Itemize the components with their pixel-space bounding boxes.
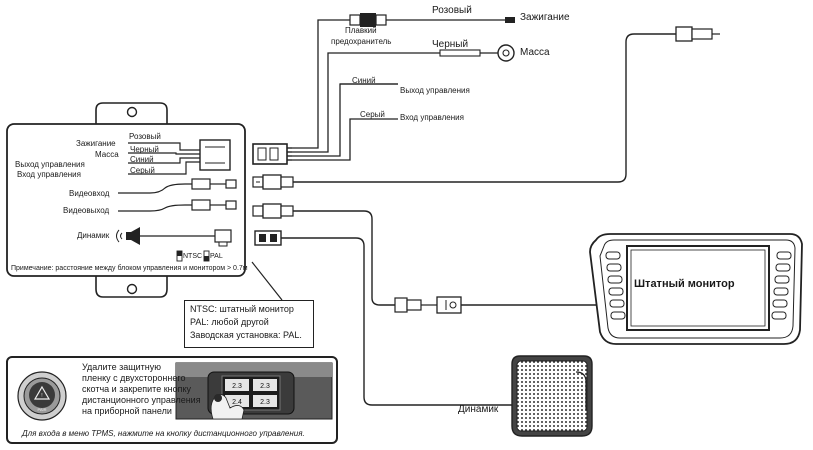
remote-button-icon: ! PAIR bbox=[17, 371, 67, 421]
label-video-in: Видеовход bbox=[69, 189, 110, 198]
tip-footer: Для входа в меню TPMS, нажмите на кнопку… bbox=[22, 429, 305, 438]
tip-line-1: Удалите защитную bbox=[82, 362, 161, 372]
label-speaker-out: Динамик bbox=[77, 231, 110, 240]
settings-line-1: NTSC: штатный монитор bbox=[190, 304, 294, 314]
settings-line-2: PAL: любой другой bbox=[190, 317, 269, 327]
install-tip-panel: ! PAIR 2.3 2.3 2.4 2.3 Удалите защитную … bbox=[6, 356, 338, 444]
screen-value-1: 2.3 bbox=[232, 383, 242, 390]
label-harness-ignition: Зажигание bbox=[520, 12, 570, 23]
label-fuse-1: Плавкий bbox=[345, 26, 377, 35]
remote-button-label: PAIR bbox=[37, 407, 46, 412]
label-harness-gray: Серый bbox=[360, 110, 385, 119]
harness-wires bbox=[292, 19, 440, 161]
label-harness-ground: Масса bbox=[520, 47, 550, 58]
label-harness-control-out: Выход управления bbox=[400, 86, 470, 95]
module-note: Примечание: расстояние между блоком упра… bbox=[11, 265, 248, 272]
speaker-label: Динамик bbox=[458, 404, 499, 415]
label-ignition: Зажигание bbox=[76, 139, 116, 148]
speaker-icon bbox=[116, 227, 140, 245]
label-harness-pink: Розовый bbox=[432, 5, 472, 16]
label-fuse-2: предохранитель bbox=[331, 37, 392, 46]
fuse bbox=[349, 13, 387, 27]
label-ground: Масса bbox=[95, 150, 119, 159]
tip-illustrations: ! PAIR 2.3 2.3 2.4 2.3 bbox=[17, 362, 333, 421]
tip-line-5: на приборной панели bbox=[82, 406, 172, 416]
label-harness-control-in: Вход управления bbox=[400, 113, 464, 122]
ground-terminal bbox=[439, 44, 515, 62]
control-module bbox=[6, 102, 246, 298]
svg-text:!: ! bbox=[41, 393, 42, 399]
tip-line-3: скотча и закрепите кнопку bbox=[82, 384, 192, 394]
screen-value-3: 2.4 bbox=[232, 399, 242, 406]
label-pal: PAL bbox=[210, 253, 223, 260]
settings-line-3: Заводская установка: PAL. bbox=[190, 330, 302, 340]
tip-line-4: дистанционного управления bbox=[82, 395, 201, 405]
label-control-in: Вход управления bbox=[17, 170, 81, 179]
screen-value-4: 2.3 bbox=[260, 399, 270, 406]
video-settings-box: NTSC: штатный монитор PAL: любой другой … bbox=[184, 300, 314, 348]
stock-monitor bbox=[589, 233, 803, 345]
label-wire-blue: Синий bbox=[130, 155, 154, 164]
label-ntsc: NTSC bbox=[183, 253, 203, 260]
ntsc-pal-switch bbox=[176, 250, 210, 262]
dashboard-photo: 2.3 2.3 2.4 2.3 bbox=[175, 362, 333, 420]
speaker-cable bbox=[254, 230, 512, 406]
label-wire-black: Черный bbox=[130, 145, 159, 154]
speaker-box bbox=[511, 355, 593, 437]
label-wire-pink: Розовый bbox=[129, 132, 161, 141]
video-in-cable bbox=[252, 26, 720, 190]
label-video-out: Видеовыход bbox=[63, 206, 110, 215]
label-harness-black: Черный bbox=[432, 39, 469, 50]
video-out-cable bbox=[252, 203, 601, 314]
label-harness-blue: Синий bbox=[352, 76, 376, 85]
label-control-out: Выход управления bbox=[15, 160, 85, 169]
screen-value-2: 2.3 bbox=[260, 383, 270, 390]
label-wire-gray: Серый bbox=[130, 166, 155, 175]
monitor-label: Штатный монитор bbox=[634, 278, 735, 290]
tip-line-2: пленку с двухстороннего bbox=[82, 373, 186, 383]
harness-connector bbox=[252, 143, 292, 165]
